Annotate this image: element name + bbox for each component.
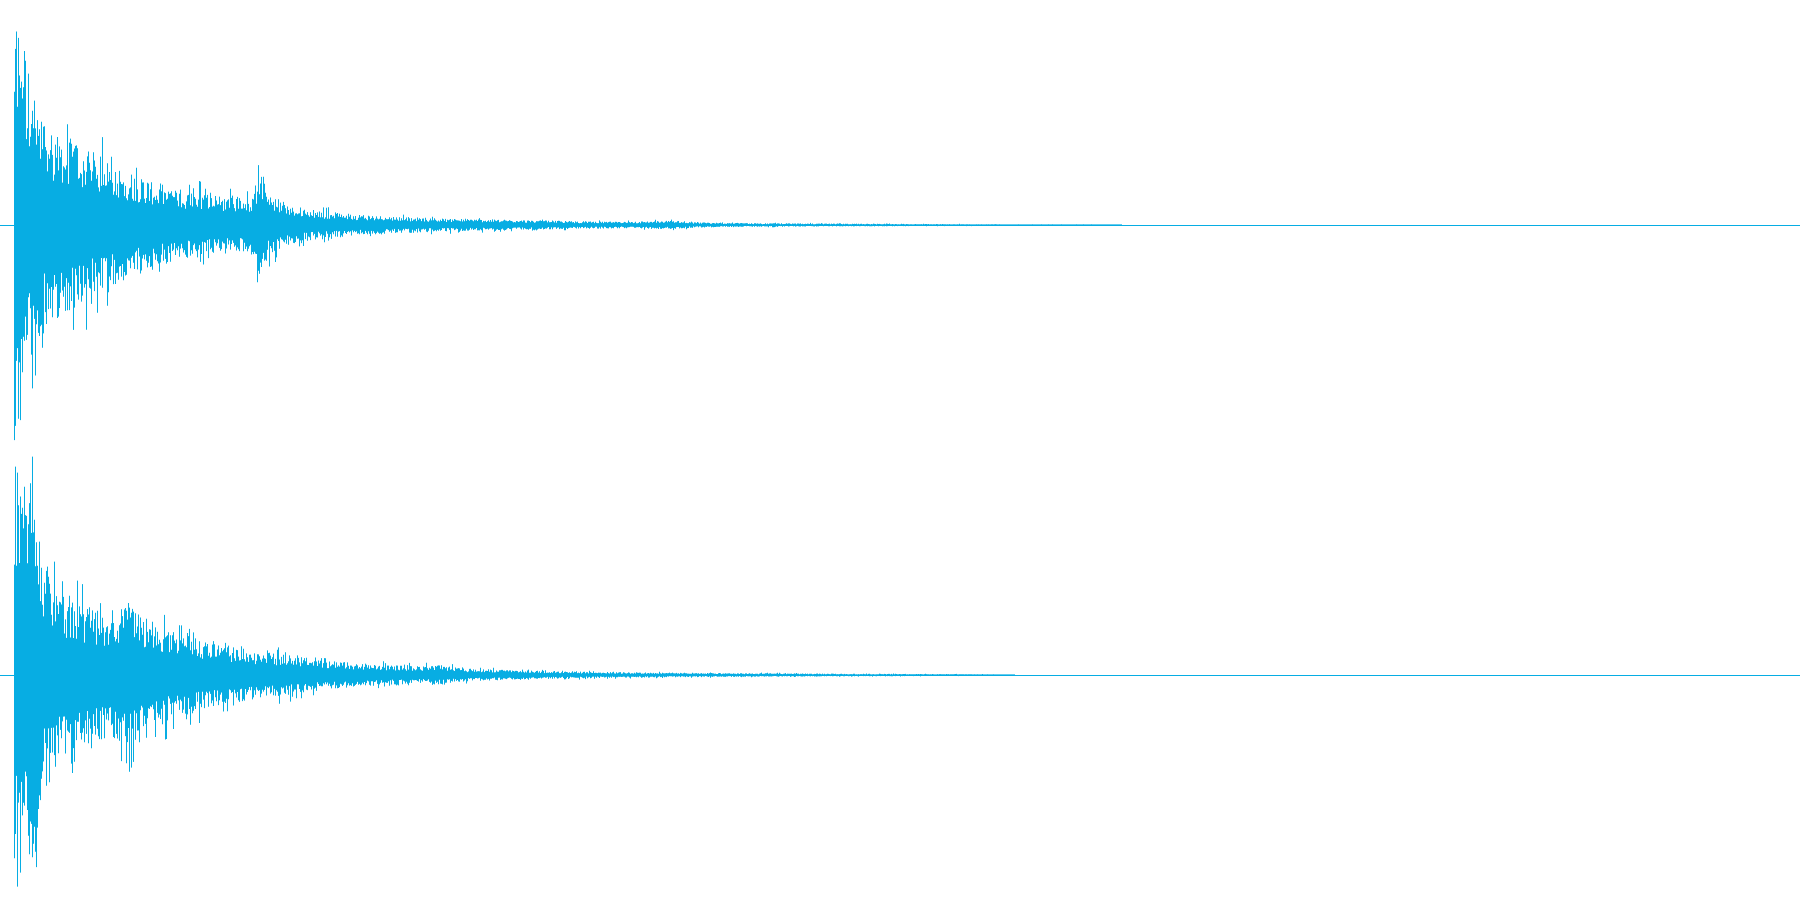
channel-1-waveform [0, 31, 1800, 441]
channel-2-waveform [0, 456, 1800, 887]
channel-1-peaks [14, 31, 1122, 441]
channel-2-peaks [14, 456, 1015, 887]
